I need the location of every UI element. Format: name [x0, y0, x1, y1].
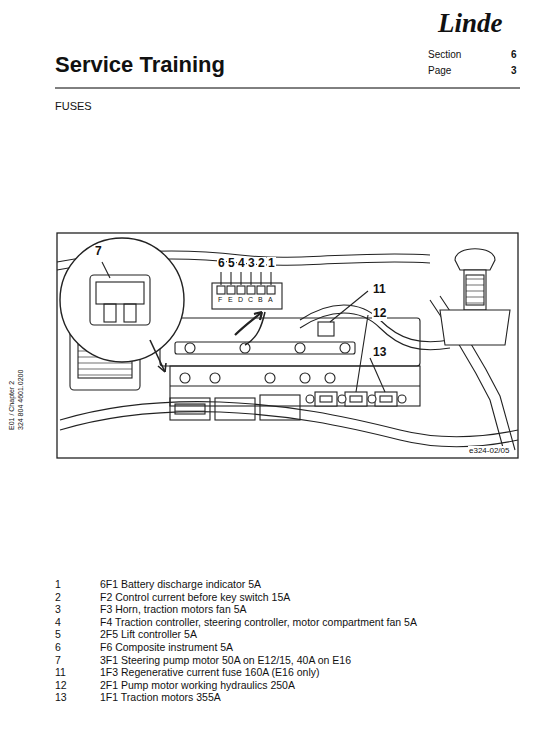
legend-text: 2F1 Pump motor working hydraulics 250A [100, 679, 295, 691]
side-reference: E01 / Chapter 2 [8, 381, 16, 430]
legend-number: 5 [55, 628, 61, 640]
header-field: Page [428, 65, 451, 77]
legend-number: 4 [55, 616, 61, 628]
legend-text: F3 Horn, traction motors fan 5A [100, 603, 246, 615]
pin-letter: F [218, 296, 222, 304]
legend-text: 1F1 Traction motors 355A [100, 691, 221, 703]
legend-number: 1 [55, 578, 61, 590]
callout-number: 12 [372, 307, 387, 321]
header-value: 3 [511, 65, 517, 77]
pin-letter: E [228, 296, 233, 304]
callout-number: 7 [94, 245, 103, 259]
callout-number: 3 [247, 257, 256, 271]
callout-number: 4 [237, 257, 246, 271]
page-title: Service Training [55, 52, 225, 77]
callout-number: 11 [372, 283, 387, 297]
pin-letter: D [238, 296, 243, 304]
callout-number: 5 [227, 257, 236, 271]
legend-text: 6F1 Battery discharge indicator 5A [100, 578, 261, 590]
legend-number: 12 [55, 679, 67, 691]
legend-text: 3F1 Steering pump motor 50A on E12/15, 4… [100, 654, 351, 666]
callout-number: 1 [267, 257, 276, 271]
engine-compartment [57, 233, 518, 458]
legend-number: 7 [55, 654, 61, 666]
legend-text: F2 Control current before key switch 15A [100, 591, 290, 603]
pin-letter: C [248, 296, 253, 304]
legend-number: 2 [55, 591, 61, 603]
legend-number: 3 [55, 603, 61, 615]
header-rule [55, 88, 520, 89]
legend-text: F6 Composite instrument 5A [100, 641, 233, 653]
callout-number: 13 [372, 346, 387, 360]
legend-text: 2F5 Lift controller 5A [100, 628, 197, 640]
callout-number: 2 [257, 257, 266, 271]
pin-letter: B [258, 296, 263, 304]
figure-code: e324-02/05 [468, 446, 510, 455]
legend-number: 13 [55, 691, 67, 703]
pin-letter: A [268, 296, 273, 304]
legend-number: 6 [55, 641, 61, 653]
logo: Linde [438, 8, 503, 39]
section-heading: FUSES [55, 100, 92, 113]
header-field: Section [428, 49, 461, 61]
header-value: 6 [511, 49, 517, 61]
legend-text: 1F3 Regenerative current fuse 160A (E16 … [100, 666, 319, 678]
legend-number: 11 [55, 666, 66, 678]
side-reference: 324 804 4601.0200 [17, 370, 25, 430]
callout-number: 6 [217, 257, 226, 271]
legend-text: F4 Traction controller, steering control… [100, 616, 417, 628]
